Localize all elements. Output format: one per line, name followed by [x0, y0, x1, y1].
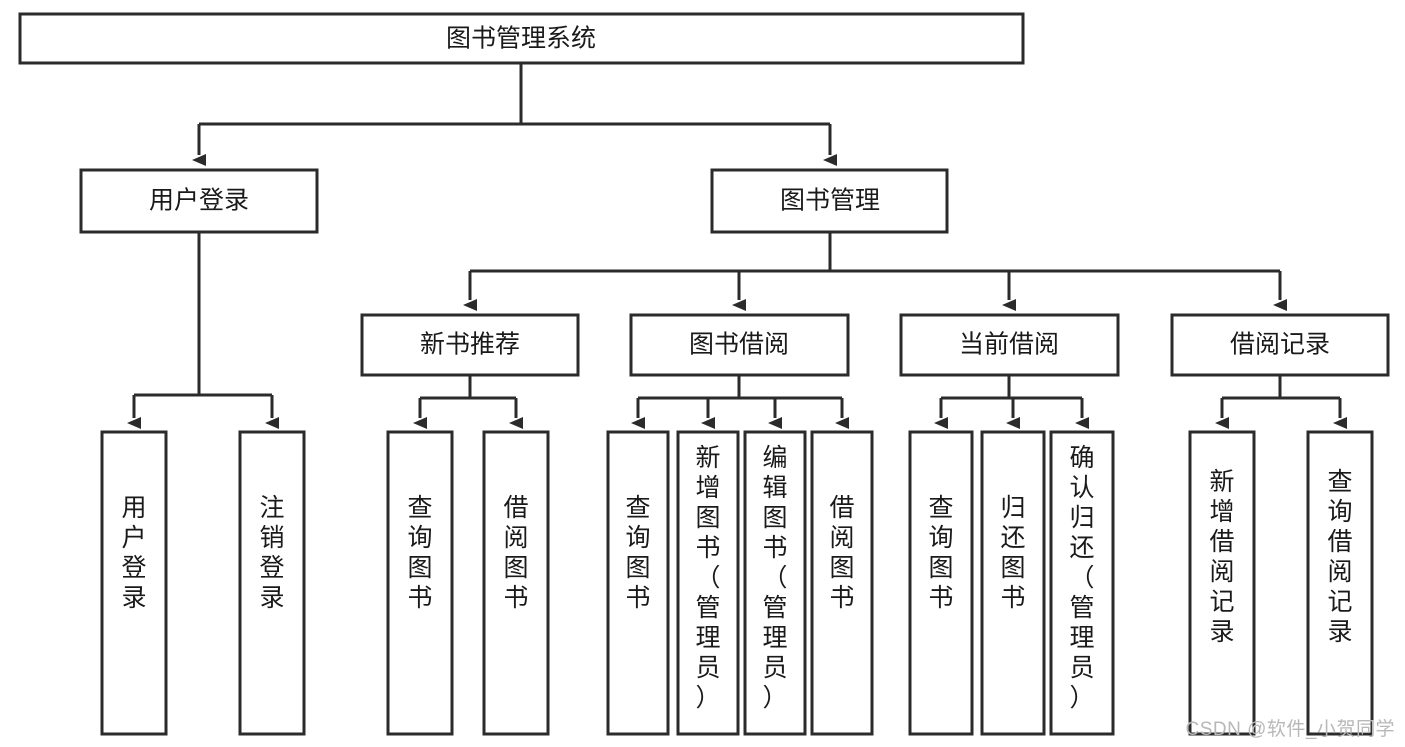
node-leaf-rec-add-record-box[interactable] — [1188, 430, 1256, 736]
node-leaf-borrow-edit-book-box[interactable] — [743, 430, 807, 736]
connectors-level1-to-level2 — [192, 63, 837, 166]
connectors-borrow-record-to-leaves — [1215, 375, 1347, 429]
node-leaf-cur-confirm-return[interactable]: 确认归还（管理员） — [1049, 430, 1115, 736]
node-leaf-borrow-borrow-book[interactable]: 借阅图书 — [810, 430, 874, 736]
node-current-borrow-box[interactable] — [899, 313, 1120, 377]
node-book-borrow[interactable]: 图书借阅 — [629, 313, 850, 377]
node-borrow-record[interactable]: 借阅记录 — [1170, 313, 1390, 377]
node-leaf-cur-return-book-box[interactable] — [980, 430, 1046, 736]
node-book-manage-box[interactable] — [710, 168, 949, 234]
node-new-book-rec-label: 新书推荐 — [420, 331, 520, 359]
node-leaf-user-logout[interactable]: 注销登录 — [238, 430, 306, 736]
node-leaf-rec-borrow-book-label: 借阅图书 — [503, 494, 528, 612]
node-book-manage[interactable]: 图书管理 — [710, 168, 949, 234]
node-root-label: 图书管理系统 — [446, 25, 596, 53]
node-leaf-user-logout-box[interactable] — [238, 430, 306, 736]
node-leaf-rec-query-record-label: 查询借阅记录 — [1327, 468, 1352, 646]
node-leaf-borrow-query-book-label: 查询图书 — [625, 494, 650, 612]
node-leaf-borrow-edit-book-label: 编辑图书（管理员） — [762, 444, 787, 712]
node-leaf-user-login-label: 用户登录 — [121, 494, 146, 612]
connectors-book-borrow-to-leaves — [631, 375, 849, 429]
connectors-user-login-to-leaves — [127, 232, 279, 429]
node-leaf-borrow-add-book-box[interactable] — [676, 430, 740, 736]
node-user-login[interactable]: 用户登录 — [79, 168, 319, 234]
node-current-borrow-label: 当前借阅 — [959, 331, 1059, 359]
node-user-login-box[interactable] — [79, 168, 319, 234]
node-leaf-cur-confirm-return-box[interactable] — [1049, 430, 1115, 736]
node-leaf-user-login-box[interactable] — [100, 430, 168, 736]
node-leaf-borrow-borrow-book-label: 借阅图书 — [829, 494, 854, 612]
node-new-book-rec-box[interactable] — [360, 313, 580, 377]
node-root[interactable]: 图书管理系统 — [18, 12, 1025, 65]
node-leaf-rec-query-book-box[interactable] — [386, 430, 454, 736]
node-leaf-rec-query-record-box[interactable] — [1306, 430, 1374, 736]
connectors-current-borrow-to-leaves — [934, 375, 1089, 429]
node-leaf-user-logout-label: 注销登录 — [259, 494, 284, 612]
node-leaf-cur-return-book-label: 归还图书 — [1000, 494, 1025, 612]
node-borrow-record-box[interactable] — [1170, 313, 1390, 377]
node-leaf-borrow-query-book-box[interactable] — [606, 430, 670, 736]
node-leaf-rec-query-book-label: 查询图书 — [407, 494, 432, 612]
node-leaf-borrow-query-book[interactable]: 查询图书 — [606, 430, 670, 736]
node-current-borrow[interactable]: 当前借阅 — [899, 313, 1120, 377]
node-leaf-rec-add-record-label: 新增借阅记录 — [1209, 468, 1234, 646]
connectors-book-manage-to-level3 — [463, 232, 1287, 311]
node-leaf-cur-return-book[interactable]: 归还图书 — [980, 430, 1046, 736]
connectors-new-book-rec-to-leaves — [413, 375, 523, 429]
node-leaf-rec-borrow-book-box[interactable] — [482, 430, 550, 736]
node-borrow-record-label: 借阅记录 — [1230, 331, 1330, 359]
node-leaf-cur-query-book-label: 查询图书 — [928, 494, 953, 612]
node-leaf-user-login[interactable]: 用户登录 — [100, 430, 168, 736]
node-new-book-rec[interactable]: 新书推荐 — [360, 313, 580, 377]
node-leaf-cur-confirm-return-label: 确认归还（管理员） — [1069, 444, 1094, 712]
node-leaf-rec-query-book[interactable]: 查询图书 — [386, 430, 454, 736]
node-leaf-borrow-borrow-book-box[interactable] — [810, 430, 874, 736]
node-leaf-borrow-add-book[interactable]: 新增图书（管理员） — [676, 430, 740, 736]
node-book-borrow-label: 图书借阅 — [689, 331, 789, 359]
node-leaf-rec-query-record[interactable]: 查询借阅记录 — [1306, 430, 1374, 736]
node-leaf-borrow-add-book-label: 新增图书（管理员） — [695, 444, 720, 712]
node-leaf-rec-borrow-book[interactable]: 借阅图书 — [482, 430, 550, 736]
node-leaf-cur-query-book[interactable]: 查询图书 — [908, 430, 974, 736]
node-leaf-cur-query-book-box[interactable] — [908, 430, 974, 736]
node-root-box[interactable] — [18, 12, 1025, 65]
node-leaf-borrow-edit-book[interactable]: 编辑图书（管理员） — [743, 430, 807, 736]
node-book-borrow-box[interactable] — [629, 313, 850, 377]
node-leaf-rec-add-record[interactable]: 新增借阅记录 — [1188, 430, 1256, 736]
node-book-manage-label: 图书管理 — [780, 187, 880, 215]
node-user-login-label: 用户登录 — [149, 187, 249, 215]
